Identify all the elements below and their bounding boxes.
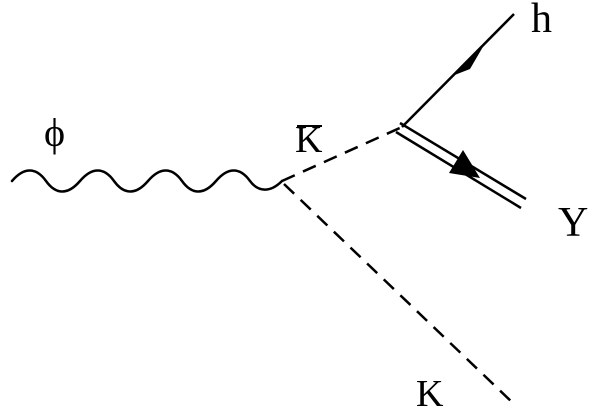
k-dashed-line [283,183,515,405]
h-arrow-icon [452,45,484,76]
phi-label: ϕ [44,110,65,155]
k-label: K [416,373,444,412]
h-label: h [531,0,552,42]
kbar-label: K [295,119,323,161]
y-arrow-icon [449,150,480,178]
phi-wavy-line [10,169,284,193]
y-label: Y [558,200,588,246]
